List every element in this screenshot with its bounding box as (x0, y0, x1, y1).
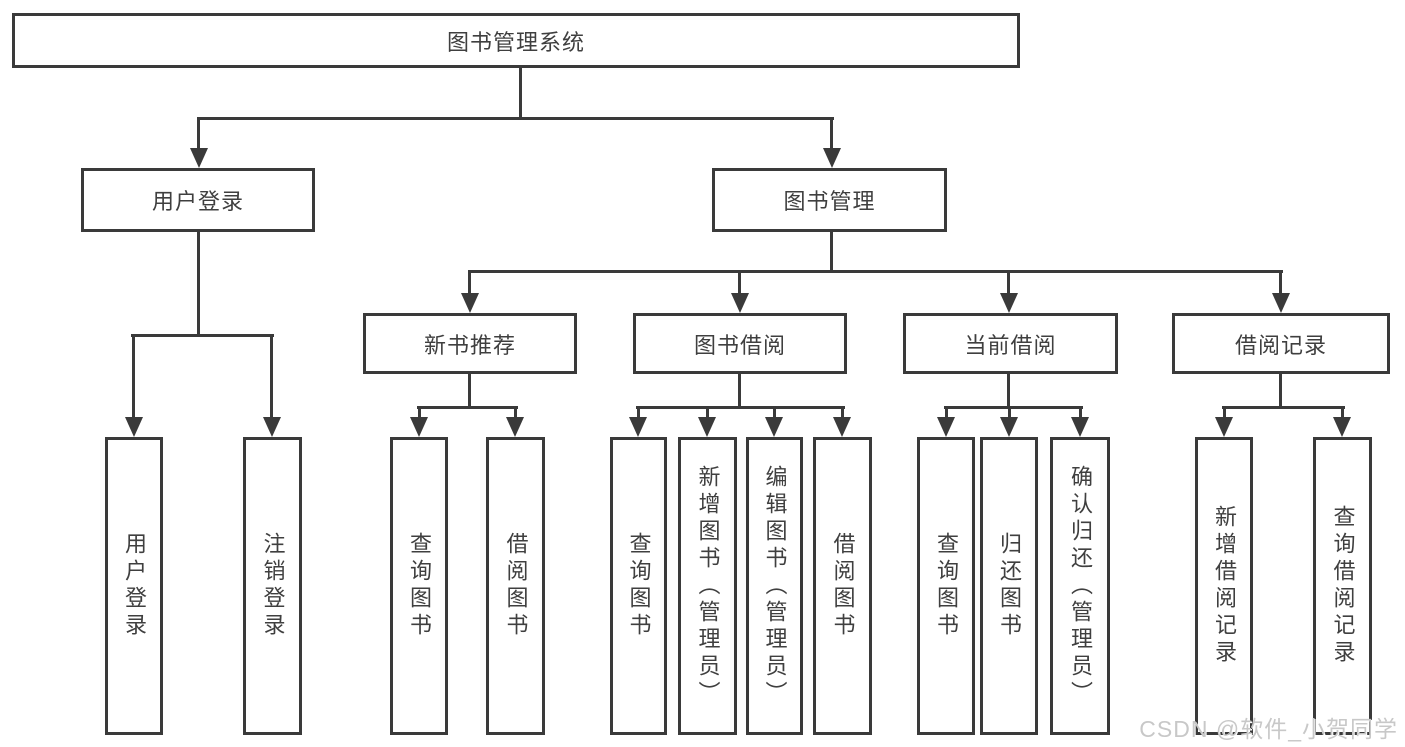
node-borrowing-records-label: 借阅记录 (1234, 332, 1327, 358)
connector-drop-level3 (468, 270, 471, 295)
leaf-logout: 注销登录 (243, 437, 302, 735)
leaf-query-books-recommend-label: 查询图书 (407, 532, 432, 640)
arrowhead-icon (125, 417, 143, 437)
node-user-login: 用户登录 (81, 168, 315, 232)
arrowhead-icon (1000, 417, 1018, 437)
connector-book-management-stem (830, 232, 833, 273)
arrowhead-icon (629, 417, 647, 437)
node-root-library-system: 图书管理系统 (12, 13, 1020, 68)
leaf-confirm-return-admin: 确认归还（管理员） (1050, 437, 1110, 735)
connector-user-login-stem (197, 232, 200, 337)
node-book-management-label: 图书管理 (783, 189, 876, 214)
connector-drop-leaf (706, 406, 709, 419)
leaf-user-login: 用户登录 (105, 437, 163, 735)
node-book-management: 图书管理 (712, 168, 947, 232)
arrowhead-icon (506, 417, 524, 437)
arrowhead-icon (1272, 293, 1290, 313)
leaf-add-borrow-record-label: 新增借阅记录 (1212, 505, 1237, 667)
node-new-book-recommend: 新书推荐 (363, 313, 577, 374)
arrowhead-icon (833, 417, 851, 437)
arrowhead-icon (698, 417, 716, 437)
leaf-add-books-admin: 新增图书（管理员） (678, 437, 737, 735)
connector-drop-leaf (1079, 406, 1082, 419)
leaf-logout-label: 注销登录 (260, 532, 286, 640)
leaf-confirm-return-admin-label: 确认归还（管理员） (1068, 464, 1093, 708)
connector-borrowing-split (636, 406, 845, 409)
leaf-add-books-admin-label: 新增图书（管理员） (695, 464, 721, 708)
connector-drop-book-management (830, 117, 833, 150)
connector-drop-leaf (945, 406, 948, 419)
connector-current-stem (1007, 374, 1010, 409)
node-book-borrowing-label: 图书借阅 (693, 332, 786, 358)
leaf-query-books-current-label: 查询图书 (934, 532, 959, 640)
leaf-user-login-label: 用户登录 (122, 532, 147, 640)
leaf-borrow-books-recommend-label: 借阅图书 (503, 532, 529, 640)
leaf-edit-books-admin: 编辑图书（管理员） (746, 437, 803, 735)
connector-user-login-split (131, 334, 274, 337)
connector-drop-leaf (841, 406, 844, 419)
connector-drop-leaf (773, 406, 776, 419)
connector-drop-leaf (1341, 406, 1344, 419)
connector-drop-leaf (132, 334, 135, 419)
leaf-add-borrow-record: 新增借阅记录 (1195, 437, 1253, 735)
connector-drop-leaf (270, 334, 273, 419)
node-current-borrowing-label: 当前借阅 (964, 332, 1057, 358)
arrowhead-icon (731, 293, 749, 313)
connector-drop-leaf (514, 406, 517, 419)
connector-recommend-split (417, 406, 518, 409)
arrowhead-icon (263, 417, 281, 437)
connector-current-split (944, 406, 1083, 409)
arrowhead-icon (1333, 417, 1351, 437)
leaf-query-books-borrowing: 查询图书 (610, 437, 667, 735)
arrowhead-icon (410, 417, 428, 437)
arrowhead-icon (1215, 417, 1233, 437)
leaf-query-borrow-record: 查询借阅记录 (1313, 437, 1372, 735)
connector-borrowing-stem (738, 374, 741, 409)
leaf-borrow-books-recommend: 借阅图书 (486, 437, 545, 735)
arrowhead-icon (937, 417, 955, 437)
connector-drop-level3 (1007, 270, 1010, 295)
node-new-book-recommend-label: 新书推荐 (423, 332, 516, 358)
leaf-query-books-borrowing-label: 查询图书 (626, 532, 652, 640)
connector-drop-leaf (1223, 406, 1226, 419)
connector-records-split (1222, 406, 1345, 409)
node-user-login-label: 用户登录 (151, 189, 244, 214)
connector-drop-level3 (1279, 270, 1282, 295)
connector-recommend-stem (468, 374, 471, 409)
arrowhead-icon (823, 148, 841, 168)
connector-root-split (197, 117, 834, 120)
leaf-borrow-books-label: 借阅图书 (830, 532, 856, 640)
leaf-query-borrow-record-label: 查询借阅记录 (1330, 505, 1356, 667)
node-current-borrowing: 当前借阅 (903, 313, 1118, 374)
node-book-borrowing: 图书借阅 (633, 313, 847, 374)
connector-drop-level3 (738, 270, 741, 295)
connector-drop-leaf (1008, 406, 1011, 419)
connector-drop-leaf (637, 406, 640, 419)
leaf-return-books-label: 归还图书 (997, 532, 1022, 640)
connector-drop-leaf (418, 406, 421, 419)
connector-root-stem (519, 68, 522, 118)
leaf-borrow-books: 借阅图书 (813, 437, 872, 735)
arrowhead-icon (1000, 293, 1018, 313)
arrowhead-icon (765, 417, 783, 437)
leaf-query-books-current: 查询图书 (917, 437, 975, 735)
node-borrowing-records: 借阅记录 (1172, 313, 1390, 374)
arrowhead-icon (461, 293, 479, 313)
csdn-watermark: CSDN @软件_小贺同学 (1139, 716, 1398, 742)
connector-drop-user-login (197, 117, 200, 150)
arrowhead-icon (1071, 417, 1089, 437)
leaf-edit-books-admin-label: 编辑图书（管理员） (762, 464, 788, 708)
leaf-query-books-recommend: 查询图书 (390, 437, 448, 735)
connector-book-management-split (468, 270, 1283, 273)
arrowhead-icon (190, 148, 208, 168)
node-root-label: 图书管理系统 (446, 29, 585, 55)
connector-records-stem (1279, 374, 1282, 409)
leaf-return-books: 归还图书 (980, 437, 1038, 735)
